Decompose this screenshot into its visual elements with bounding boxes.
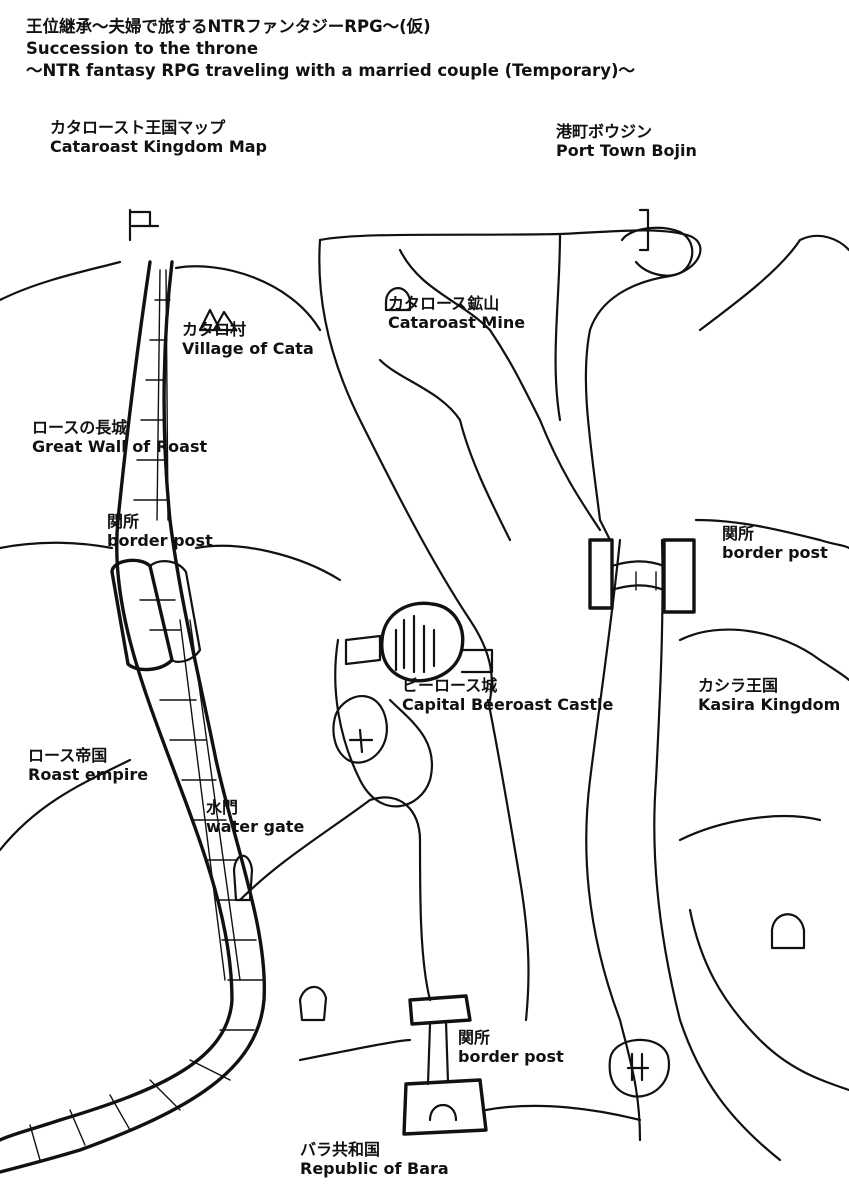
label-border-post-east: 関所 border post <box>722 524 828 562</box>
wall-flag-icon <box>128 208 160 242</box>
south-gate-icon <box>402 994 488 1136</box>
label-roast-empire: ロース帝国 Roast empire <box>28 746 149 784</box>
mine-icon <box>384 287 412 312</box>
west-gate-icon <box>110 558 202 672</box>
castle-icon <box>344 601 494 683</box>
header-title: 王位継承～夫婦で旅するNTRファンタジーRPG～(仮) Succession t… <box>26 16 635 82</box>
east-gate-icon <box>588 538 696 614</box>
central-range <box>318 229 702 542</box>
title-english-line2: ～NTR fantasy RPG traveling with a marrie… <box>26 61 635 80</box>
label-kasira-kingdom: カシラ王国 Kasira Kingdom <box>698 676 841 714</box>
label-border-post-west: 関所 border post <box>107 512 213 550</box>
port-town-icon <box>620 208 694 277</box>
village-icon <box>198 308 238 332</box>
label-water-gate: 水門 water gate <box>206 798 305 836</box>
label-capital-castle: ビーロース城 Capital Beeroast Castle <box>402 676 614 714</box>
castle-lake <box>332 695 388 764</box>
label-great-wall: ロースの長城 Great Wall of Roast <box>32 418 208 456</box>
title-japanese: 王位継承～夫婦で旅するNTRファンタジーRPG～(仮) <box>26 17 431 36</box>
great-wall <box>0 260 267 1174</box>
cave-icon-southwest <box>298 985 328 1022</box>
label-cataroast-mine: カタロース鉱山 Cataroast Mine <box>388 294 526 332</box>
water-gate-icon <box>232 854 254 902</box>
title-english-line1: Succession to the throne <box>26 39 259 58</box>
label-republic-of-bara: バラ共和国 Republic of Bara <box>300 1140 449 1178</box>
label-border-post-south: 関所 border post <box>458 1028 564 1066</box>
label-port-town: 港町ボウジン Port Town Bojin <box>556 122 697 160</box>
town-icon-south <box>608 1038 671 1098</box>
cave-icon-east <box>770 913 806 950</box>
label-village-of-cata: カタロ村 Village of Cata <box>182 320 314 358</box>
map-title: カタロースト王国マップ Cataroast Kingdom Map <box>50 118 267 156</box>
